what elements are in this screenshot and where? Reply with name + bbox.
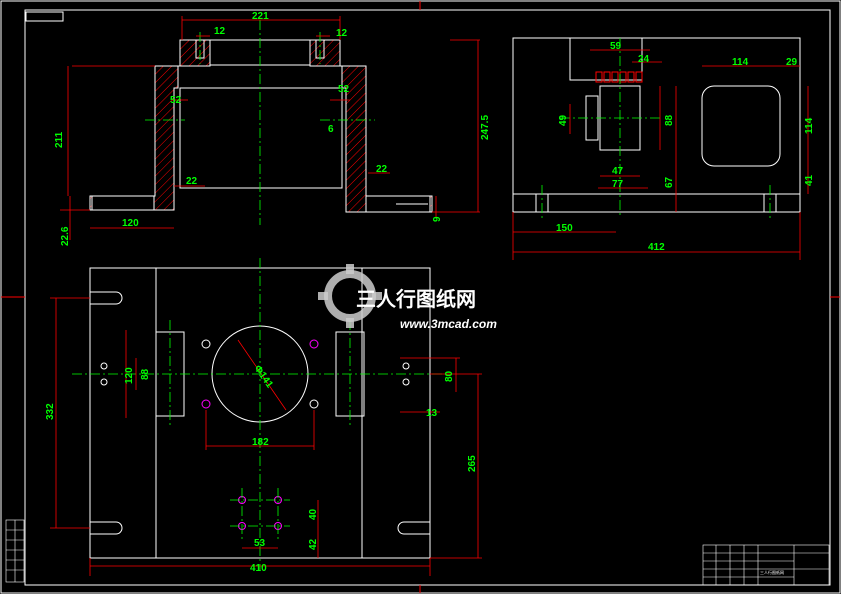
dim-slot-left: 12 — [214, 26, 226, 37]
dim-window-height: 114 — [804, 117, 815, 134]
dim-right-block-offset: 13 — [426, 408, 438, 419]
dim-hole-bottom: 42 — [308, 538, 319, 550]
gear-logo-icon — [318, 264, 382, 328]
dim-foot-length: 120 — [122, 218, 139, 229]
dim-slot-right: 12 — [336, 28, 348, 39]
dim-bolt-spacing: 182 — [252, 437, 269, 448]
watermark: 三人行图纸网 www.3mcad.com — [318, 264, 497, 331]
dim-pocket-h: 67 — [664, 176, 675, 188]
dim-top-width: 59 — [610, 41, 622, 52]
dim-height: 211 — [54, 131, 65, 148]
dim-right-block: 80 — [444, 370, 455, 382]
dim-side-overall-width: 412 — [648, 242, 665, 253]
dim-foot-thickness: 9 — [432, 216, 443, 222]
plan-dimension-labels: Φ141 182 120 88 80 13 332 265 40 53 42 4… — [45, 363, 478, 574]
dim-left-hole-v: 88 — [664, 114, 675, 126]
side-dimension-labels: 59 24 114 29 49 88 47 77 67 114 41 150 4… — [556, 41, 815, 253]
side-view: 59 24 114 29 49 88 47 77 67 114 41 150 4… — [512, 37, 815, 260]
dim-hole-pattern-h: 53 — [254, 538, 266, 549]
title-block — [702, 544, 830, 586]
dim-bore-diameter: Φ141 — [252, 363, 276, 390]
revision-stack — [5, 519, 25, 583]
dim-pocket-w2: 77 — [612, 179, 624, 190]
front-view: 221 12 12 52 52 6 211 247.5 22 22 9 120 … — [54, 11, 491, 246]
dim-left-offset: 150 — [556, 223, 573, 234]
dim-top-slot: 24 — [638, 54, 650, 65]
watermark-url: www.3mcad.com — [400, 317, 497, 331]
front-dimension-labels: 221 12 12 52 52 6 211 247.5 22 22 9 120 … — [54, 11, 491, 246]
bolt-holes — [100, 339, 410, 530]
front-right-section — [309, 39, 433, 213]
dim-base-thickness: 22.6 — [60, 226, 71, 246]
side-bolt-heads — [595, 71, 643, 83]
dim-width-top: 221 — [252, 11, 269, 22]
dim-window-bottom: 41 — [804, 174, 815, 186]
dim-foot-right: 22 — [376, 164, 388, 175]
dim-hole: 6 — [328, 124, 334, 135]
dim-window-width: 114 — [732, 57, 749, 68]
dim-hole-offset: 265 — [467, 455, 478, 472]
dim-overall-height: 247.5 — [480, 115, 491, 140]
dim-plan-overall-width: 410 — [250, 563, 267, 574]
dim-left-hole-h: 49 — [558, 114, 569, 126]
front-left-section — [89, 39, 211, 211]
dim-step-left: 52 — [170, 95, 182, 106]
dim-pocket-w1: 47 — [612, 166, 624, 177]
dim-left-block-inner: 120 — [124, 367, 135, 384]
dim-left-block-outer: 88 — [140, 368, 151, 380]
watermark-brand: 三人行图纸网 — [356, 287, 476, 311]
dim-step-right: 52 — [338, 84, 350, 95]
dim-hole-pattern-v: 40 — [308, 508, 319, 520]
dim-corner: 29 — [786, 57, 798, 68]
dim-overall-depth: 332 — [45, 403, 56, 420]
title-block-text: 三人行图纸网 — [760, 569, 784, 575]
dim-foot-left: 22 — [186, 176, 198, 187]
